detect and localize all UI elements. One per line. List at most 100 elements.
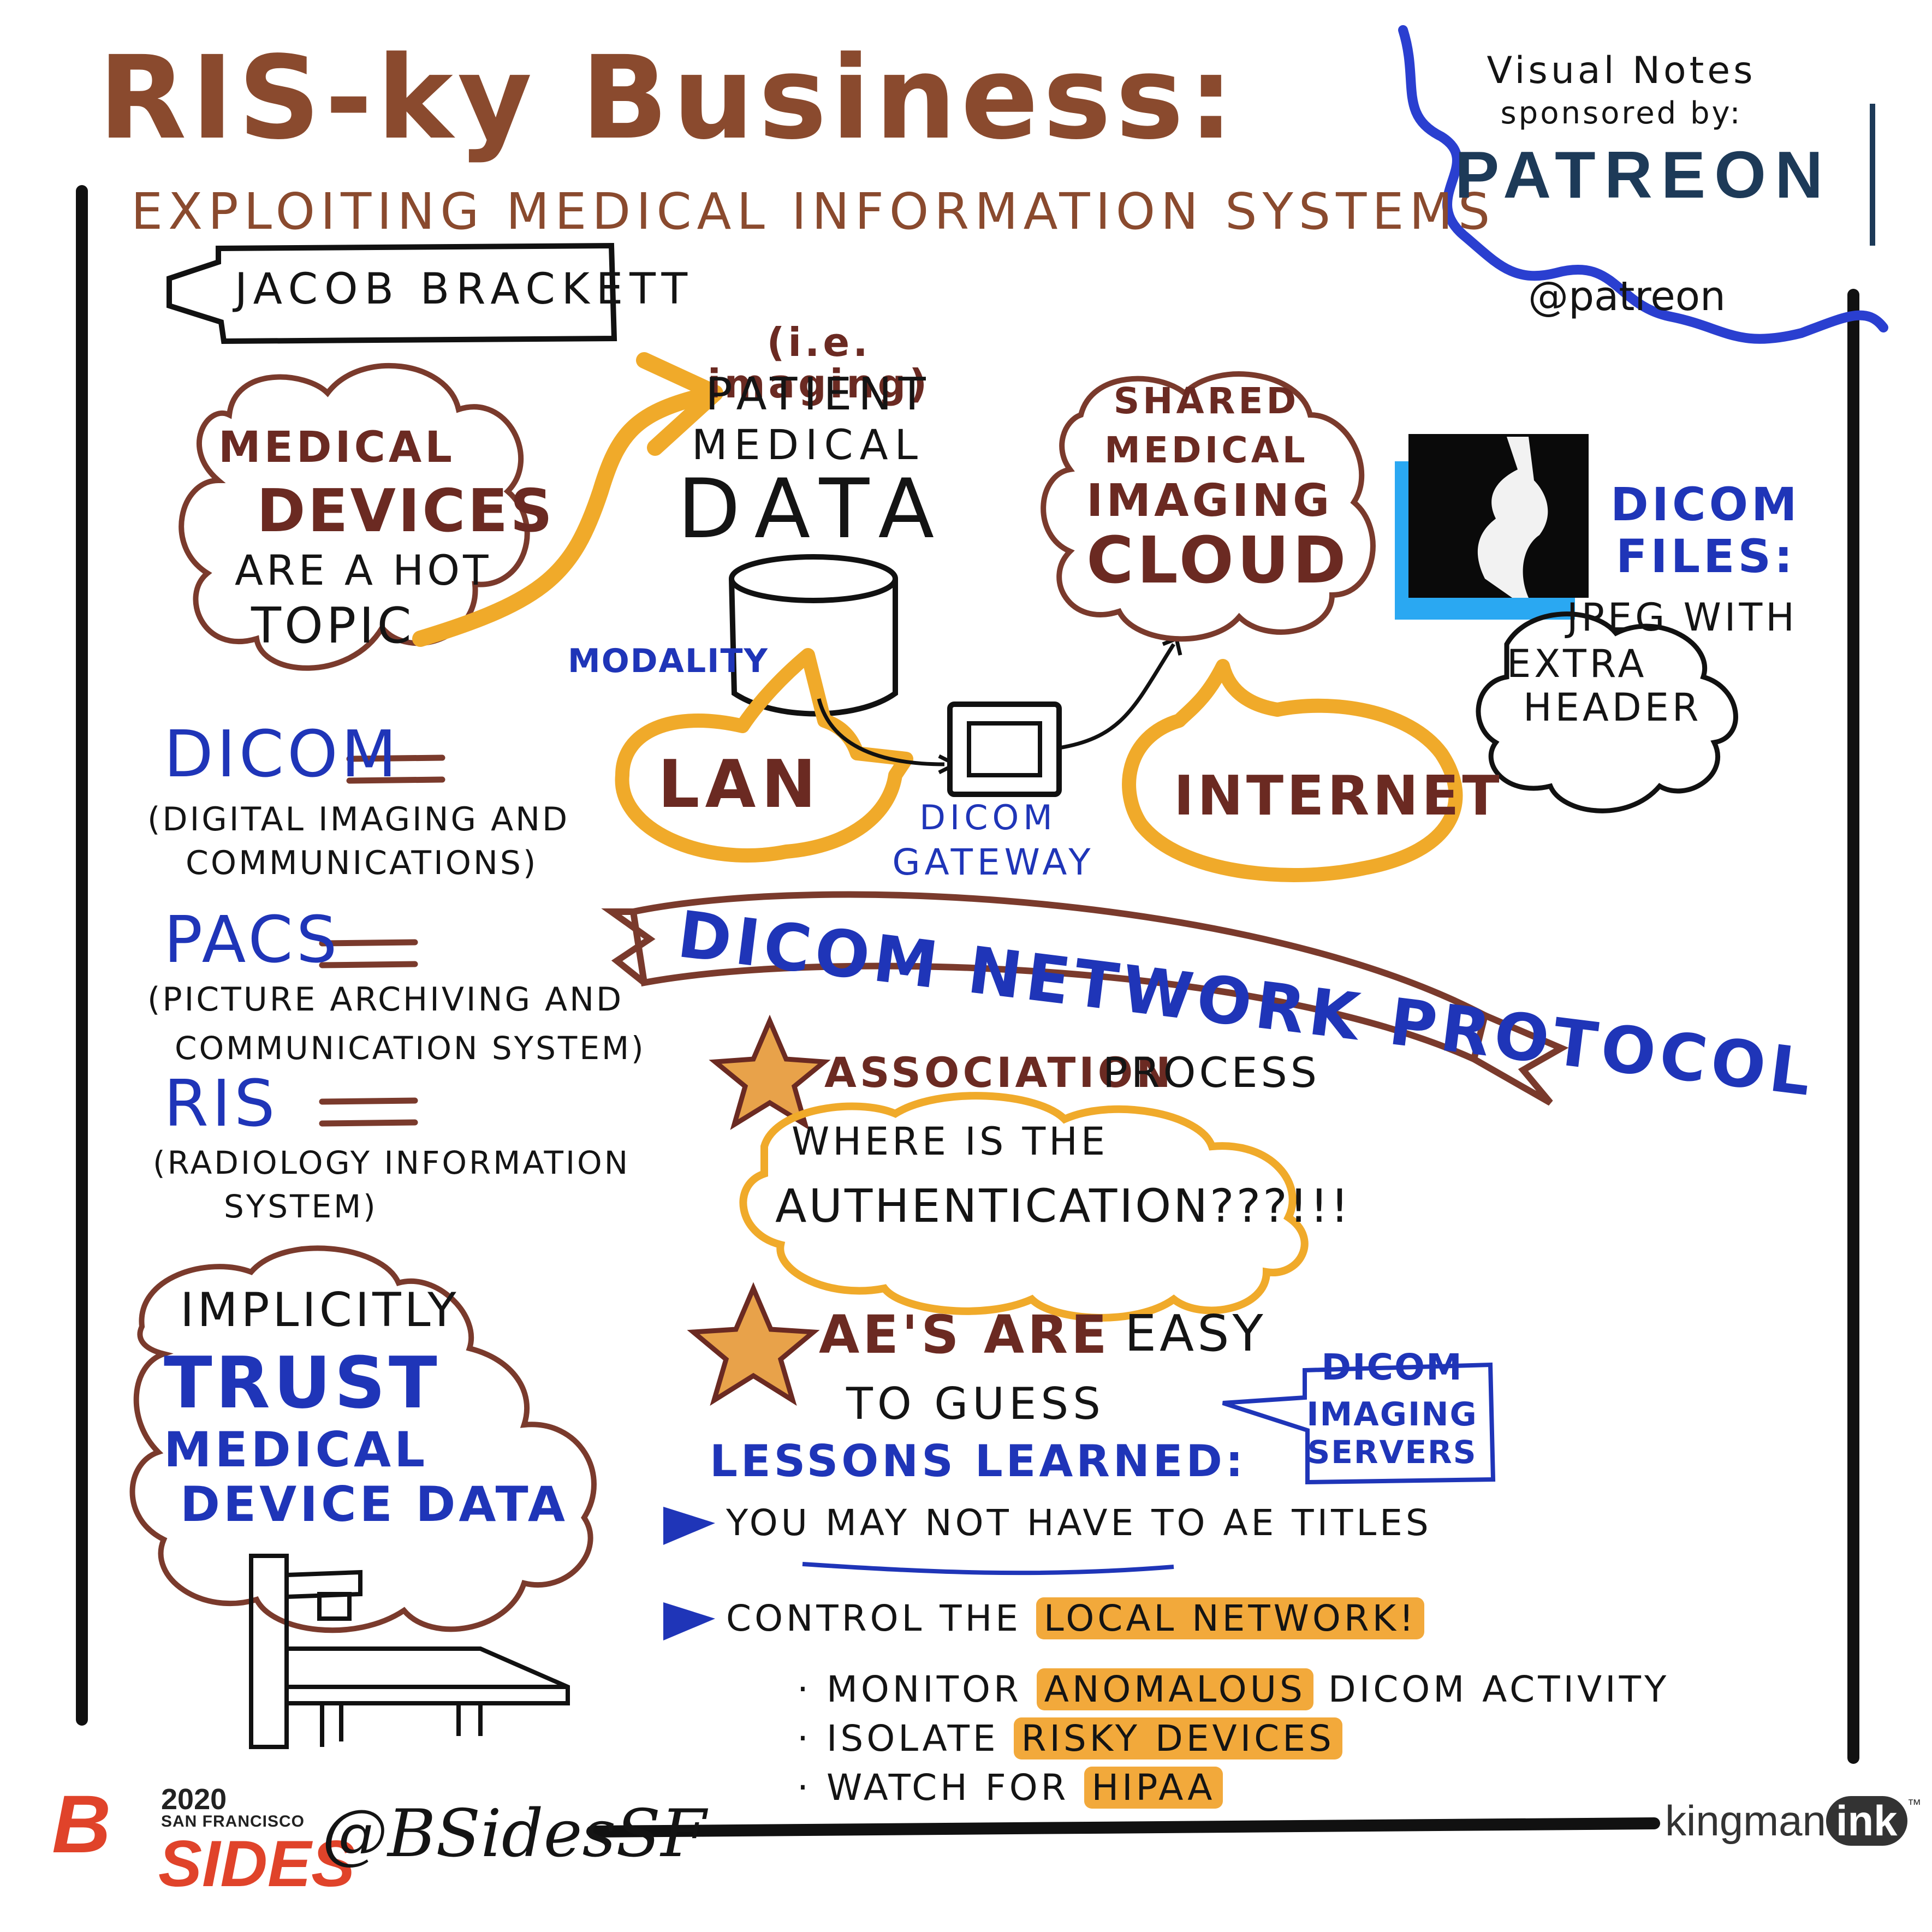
authentication-bubble <box>739 1092 1309 1322</box>
lesson-bullet-1-icon <box>663 1507 715 1545</box>
definition-ris-line1: (Radiology information <box>153 1144 631 1181</box>
database-top <box>729 554 898 603</box>
lesson-item-1: You may not have to AE titles <box>726 1502 1432 1544</box>
patient-data-line1: (i.e. imaging) <box>707 319 931 407</box>
trust-line1: Implicitly <box>180 1283 460 1337</box>
xray-bone <box>1477 437 1548 598</box>
medical-devices-line2: Devices <box>257 477 555 545</box>
definition-pacs-term: PACS <box>164 902 341 977</box>
trust-line3: Medical <box>164 1422 429 1478</box>
dicom-files-line3: JPEG with <box>1567 595 1798 640</box>
trust-line4: Device Data <box>180 1476 568 1532</box>
lesson-underline <box>802 1562 1174 1576</box>
lesson-sub-2-prefix: · Isolate <box>797 1717 999 1759</box>
definition-ris-term: RIS <box>164 1066 278 1141</box>
ae-bold: AE's are <box>819 1304 1110 1365</box>
bsides-logo-sides: SIDES <box>158 1827 355 1900</box>
servers-line3: Servers <box>1307 1434 1477 1471</box>
medical-devices-line3: are a hot <box>235 546 492 595</box>
ae-star-icon <box>687 1282 820 1406</box>
patient-data-line4: Data <box>677 462 950 557</box>
speaker-tag-outline <box>167 242 617 344</box>
lesson-sub-1-prefix: · Monitor <box>797 1668 1022 1710</box>
medical-devices-line4: topic <box>251 597 415 655</box>
lesson-sub-3: · Watch for HIPAA <box>797 1767 1223 1809</box>
speaker-name: Jacob Brackett <box>235 265 694 314</box>
bsides-handle: @BSidesSF <box>322 1796 706 1872</box>
kingman-logo-ink: ink <box>1826 1796 1907 1846</box>
patient-data-line2: Patient <box>705 368 932 420</box>
protocol-banner-left-tail <box>601 908 656 985</box>
title-line1: RIS-ky Business: <box>98 31 1239 165</box>
imaging-servers-callout <box>1222 1362 1496 1485</box>
orange-arrow <box>412 390 702 647</box>
association-rest: Process <box>1103 1048 1321 1097</box>
kingman-logo-tm: ™ <box>1907 1796 1922 1812</box>
lesson-sub-3-prefix: · Watch for <box>797 1767 1069 1809</box>
sponsor-border <box>1398 25 1888 344</box>
sponsor-line1: Visual Notes <box>1487 49 1756 92</box>
bsides-logo-b: B <box>52 1778 111 1870</box>
lesson-bullet-2-icon <box>663 1602 715 1640</box>
lesson-item-2-highlight: Local Network! <box>1036 1597 1425 1639</box>
lesson-sub-1-suffix: DICOM activity <box>1328 1668 1670 1710</box>
definition-ris-line2: system) <box>224 1188 378 1225</box>
medical-table-drawing <box>249 1554 570 1749</box>
lesson-sub-1: · Monitor anomalous DICOM activity <box>797 1668 1670 1710</box>
lan-bubble <box>615 648 913 863</box>
servers-line2: Imaging <box>1306 1395 1478 1434</box>
lan-label: LAN <box>658 747 822 823</box>
trust-line2: Trust <box>164 1341 441 1424</box>
imaging-cloud <box>1041 371 1376 642</box>
protocol-banner-right-tail <box>1472 1012 1569 1106</box>
protocol-banner-ribbon <box>629 891 1489 1064</box>
association-bold: Association <box>824 1048 1174 1097</box>
lesson-sub-3-highlight: HIPAA <box>1084 1767 1223 1809</box>
cloud-line1: Shared <box>1113 380 1300 422</box>
bsides-logo-year: 2020 <box>161 1783 227 1816</box>
patreon-handle: @patreon <box>1528 273 1726 320</box>
lesson-sub-2-highlight: risky devices <box>1013 1717 1342 1759</box>
definition-dicom-line1: (Digital imaging and <box>147 800 570 839</box>
gateway-label-line2: Gateway <box>892 841 1095 883</box>
orange-arrow-head <box>636 352 723 456</box>
internet-label: Internet <box>1174 764 1503 828</box>
gateway-box-screen <box>967 721 1042 777</box>
gateway-to-cloud-arrow <box>1059 643 1175 750</box>
cloud-line4: Cloud <box>1086 522 1350 598</box>
definition-pacs-line2: communication system) <box>175 1030 646 1067</box>
patient-data-line3: Medical <box>692 420 924 469</box>
definition-dicom-line2: communications) <box>186 844 538 882</box>
dicom-files-line2: Files: <box>1616 530 1796 583</box>
ae-rest: easy <box>1125 1304 1267 1363</box>
gateway-label-line1: DICOM <box>919 798 1057 837</box>
ae-line2: to guess <box>846 1378 1105 1429</box>
dicom-files-line5: header <box>1523 685 1702 730</box>
trust-cloud <box>129 1245 597 1633</box>
sponsor-line2: sponsored by: <box>1500 96 1743 131</box>
dicom-files-line4: extra <box>1507 641 1648 686</box>
gateway-box-outer <box>947 702 1062 797</box>
modality-label: Modality <box>568 642 769 680</box>
bsides-logo-city: SAN FRANCISCO <box>161 1812 305 1830</box>
medical-devices-line1: Medical <box>218 423 455 472</box>
title-line2: Exploiting Medical Information Systems <box>131 182 1496 241</box>
authentication-line1: Where is the <box>792 1119 1109 1164</box>
equals-marks <box>319 754 445 1127</box>
servers-line1: DICOM <box>1321 1346 1463 1388</box>
internet-bubble <box>1122 659 1463 882</box>
lesson-sub-1-highlight: anomalous <box>1036 1668 1313 1710</box>
lesson-item-2-prefix: Control the <box>726 1597 1021 1639</box>
lesson-sub-2: · Isolate risky devices <box>797 1717 1342 1759</box>
frame-bottom-line <box>586 1817 1660 1838</box>
dicom-files-cloud <box>1476 611 1738 813</box>
cloud-line2: Medical <box>1104 429 1309 471</box>
authentication-line2: authentication???!!! <box>775 1179 1351 1233</box>
lessons-title: Lessons Learned: <box>710 1436 1246 1487</box>
db-to-gateway-arrow <box>817 698 945 766</box>
kingman-logo-prefix: kingman <box>1665 1797 1826 1845</box>
definition-pacs-line1: (Picture archiving and <box>147 980 624 1019</box>
patreon-logo-text: PATREON <box>1454 138 1832 212</box>
